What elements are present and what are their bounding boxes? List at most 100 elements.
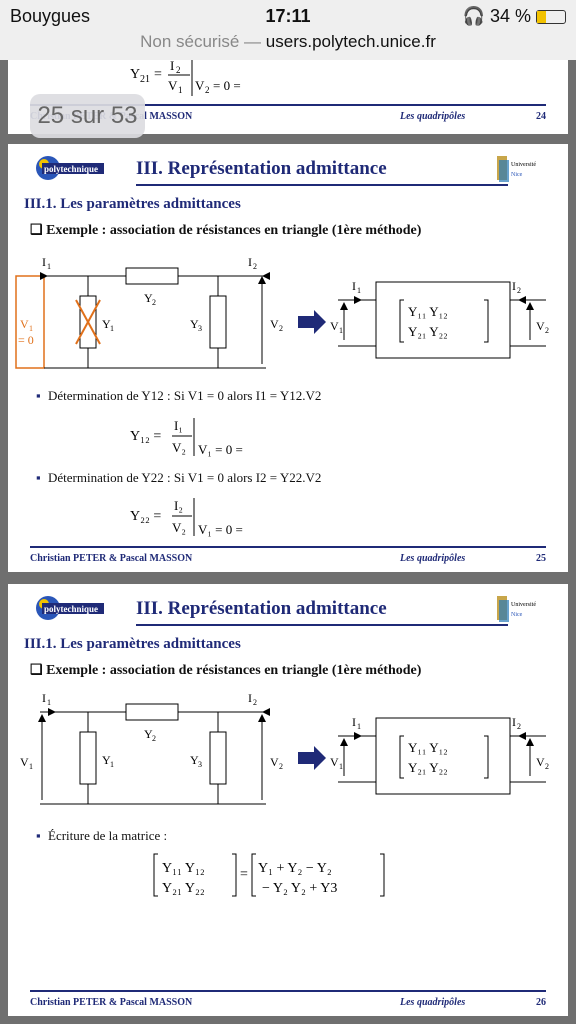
svg-text:V: V xyxy=(270,317,279,331)
svg-text:V: V xyxy=(330,755,339,769)
bullet-y12: Détermination de Y12 : Si V1 = 0 alors I… xyxy=(36,388,321,404)
svg-text:− Y₂ Y₂ + Y3: − Y₂ Y₂ + Y3 xyxy=(262,881,337,896)
svg-text:polytechnique: polytechnique xyxy=(44,604,98,614)
example-heading: ❑ Exemple : association de résistances e… xyxy=(30,223,422,238)
svg-text:2: 2 xyxy=(545,326,549,335)
svg-text:V: V xyxy=(168,78,178,93)
svg-text:2: 2 xyxy=(545,762,549,771)
svg-text:I: I xyxy=(170,60,174,73)
svg-text:Y: Y xyxy=(130,67,140,82)
svg-text:=: = xyxy=(240,867,248,882)
slide-25: polytechnique III. Représentation admitt… xyxy=(8,144,568,572)
svg-text:polytechnique: polytechnique xyxy=(44,164,98,174)
formula-y12: Y₁₂ = I₁ V₂ V₁ = 0 = xyxy=(130,418,243,457)
svg-text:Y: Y xyxy=(144,727,153,741)
svg-text:2: 2 xyxy=(205,85,210,95)
svg-text:1: 1 xyxy=(110,324,114,333)
svg-text:I: I xyxy=(42,255,46,269)
svg-text:= 0: = 0 xyxy=(18,333,34,347)
battery-level: 🎧 34 % xyxy=(463,6,566,27)
svg-text:Y: Y xyxy=(190,317,199,331)
insecure-label: Non sécurisé — xyxy=(140,32,266,51)
svg-text:1: 1 xyxy=(357,286,361,295)
slide-title: III. Représentation admittance xyxy=(136,158,387,179)
status-bar: Bouygues 17:11 🎧 34 % xyxy=(0,0,576,32)
slide-header: polytechnique III. Représentation admitt… xyxy=(8,584,568,632)
url-host: users.polytech.unice.fr xyxy=(265,32,436,51)
svg-text:Y₁₂ =: Y₁₂ = xyxy=(130,429,161,444)
svg-text:I₂: I₂ xyxy=(174,498,183,513)
svg-text:I: I xyxy=(42,691,46,705)
svg-text:V₁ = 0 =: V₁ = 0 = xyxy=(198,442,243,457)
svg-text:2: 2 xyxy=(517,722,521,731)
svg-text:2: 2 xyxy=(279,324,283,333)
clock: 17:11 xyxy=(265,6,311,26)
svg-text:Y₁ + Y₂ − Y₂: Y₁ + Y₂ − Y₂ xyxy=(258,861,332,876)
svg-text:Nice: Nice xyxy=(511,172,523,178)
svg-text:2: 2 xyxy=(176,65,181,75)
svg-text:Y₂₁ Y₂₂: Y₂₁ Y₂₂ xyxy=(408,760,448,775)
section-title: III.1. Les paramètres admittances xyxy=(24,636,241,652)
svg-text:=: = xyxy=(154,67,162,82)
svg-text:Y₂₁ Y₂₂: Y₂₁ Y₂₂ xyxy=(162,881,205,896)
svg-text:2: 2 xyxy=(253,698,257,707)
svg-text:V₂: V₂ xyxy=(172,440,186,455)
svg-text:I: I xyxy=(512,715,516,729)
svg-text:3: 3 xyxy=(198,324,202,333)
admittance-matrix: Y₁₁ Y₁₂ Y₂₁ Y₂₂ = Y₁ + Y₂ − Y₂ − Y₂ Y₂ +… xyxy=(153,853,385,897)
svg-text:1: 1 xyxy=(29,324,33,333)
svg-text:Université: Université xyxy=(511,162,536,168)
polytechnique-logo: polytechnique xyxy=(36,156,104,180)
svg-text:2: 2 xyxy=(253,262,257,271)
slide-title: III. Représentation admittance xyxy=(136,598,387,619)
svg-text:Y₁₁ Y₁₂: Y₁₁ Y₁₂ xyxy=(408,304,448,319)
address-bar[interactable]: Non sécurisé — users.polytech.unice.fr xyxy=(0,32,576,60)
slide-header: polytechnique III. Représentation admitt… xyxy=(8,144,568,192)
svg-text:1: 1 xyxy=(178,85,183,95)
svg-text:I: I xyxy=(352,715,356,729)
svg-text:2: 2 xyxy=(152,298,156,307)
carrier: Bouygues xyxy=(10,6,91,26)
svg-text:V₂: V₂ xyxy=(172,520,186,535)
svg-text:1: 1 xyxy=(47,262,51,271)
page-count-badge: 25 sur 53 xyxy=(30,94,145,138)
svg-text:1: 1 xyxy=(339,762,343,771)
svg-text:V: V xyxy=(270,755,279,769)
svg-text:Y: Y xyxy=(190,753,199,767)
example-heading: ❑ Exemple : association de résistances e… xyxy=(30,663,422,678)
svg-text:V: V xyxy=(536,755,545,769)
svg-text:21: 21 xyxy=(140,74,150,85)
svg-text:Nice: Nice xyxy=(511,612,523,618)
svg-text:I: I xyxy=(248,255,252,269)
svg-text:1: 1 xyxy=(29,762,33,771)
svg-text:I: I xyxy=(512,279,516,293)
svg-text:= 0 =: = 0 = xyxy=(213,78,241,93)
svg-text:Y₁₁ Y₁₂: Y₁₁ Y₁₂ xyxy=(408,740,448,755)
polytechnique-logo: polytechnique xyxy=(36,596,104,620)
svg-text:I₁: I₁ xyxy=(174,418,183,433)
svg-text:V: V xyxy=(330,319,339,333)
svg-text:V: V xyxy=(195,78,205,93)
svg-text:V: V xyxy=(20,317,29,331)
svg-text:Y₂₁ Y₂₂: Y₂₁ Y₂₂ xyxy=(408,324,448,339)
svg-text:2: 2 xyxy=(152,734,156,743)
svg-text:Université: Université xyxy=(511,602,536,608)
slide-footer: Christian PETER & Pascal MASSON Les quad… xyxy=(30,990,546,1008)
svg-text:Y₂₂ =: Y₂₂ = xyxy=(130,509,161,524)
battery-icon xyxy=(536,10,566,25)
svg-text:1: 1 xyxy=(110,760,114,769)
svg-text:Y: Y xyxy=(144,291,153,305)
svg-text:Y: Y xyxy=(102,753,111,767)
svg-text:2: 2 xyxy=(517,286,521,295)
svg-text:V: V xyxy=(20,755,29,769)
svg-text:I: I xyxy=(352,279,356,293)
svg-text:1: 1 xyxy=(47,698,51,707)
svg-text:Y: Y xyxy=(102,317,111,331)
formula-y22: Y₂₂ = I₂ V₂ V₁ = 0 = xyxy=(130,498,243,537)
svg-text:1: 1 xyxy=(339,326,343,335)
svg-text:V₁ = 0 =: V₁ = 0 = xyxy=(198,522,243,537)
svg-text:V: V xyxy=(536,319,545,333)
